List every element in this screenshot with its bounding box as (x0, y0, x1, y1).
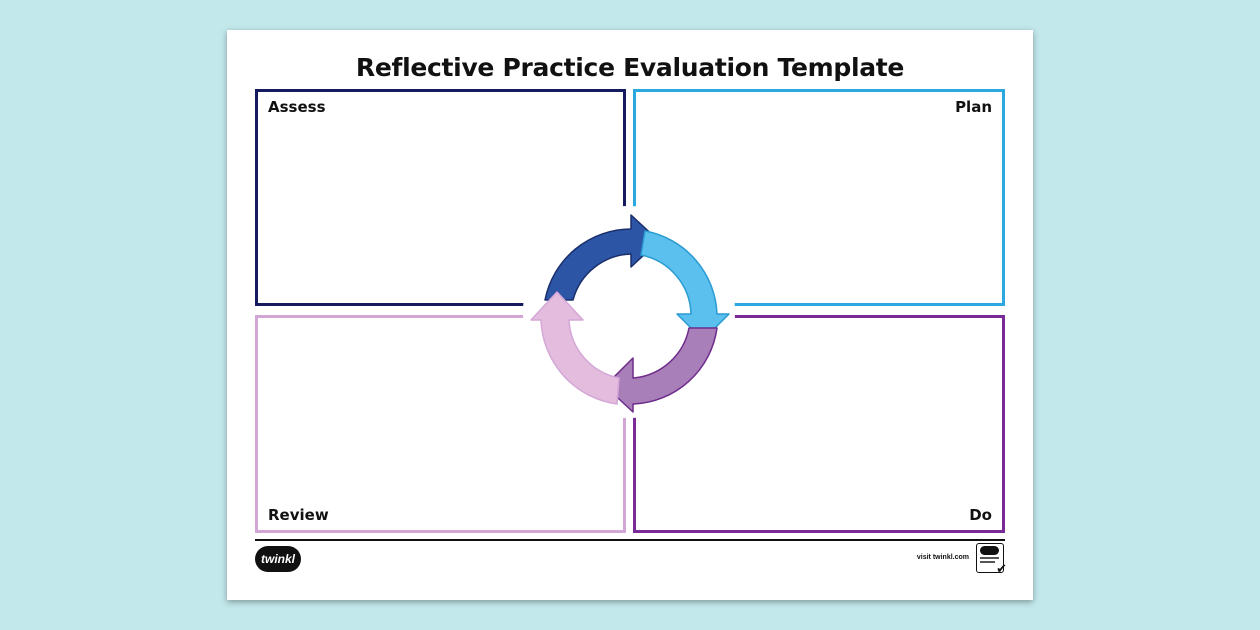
plan-box: Plan (633, 89, 1005, 306)
assess-label: Assess (268, 98, 326, 116)
assess-box: Assess (255, 89, 626, 306)
do-label: Do (969, 506, 992, 524)
footer-divider (255, 539, 1005, 541)
do-box: Do (633, 315, 1005, 533)
page-title: Reflective Practice Evaluation Template (355, 53, 905, 82)
quality-badge-icon: ✔ (976, 543, 1007, 575)
review-box: Review (255, 315, 626, 533)
review-label: Review (268, 506, 329, 524)
worksheet-page: Reflective Practice Evaluation Template … (227, 30, 1033, 600)
twinkl-logo: twinkl (255, 546, 301, 572)
visit-link[interactable]: visit twinkl.com (916, 554, 969, 561)
plan-label: Plan (955, 98, 992, 116)
